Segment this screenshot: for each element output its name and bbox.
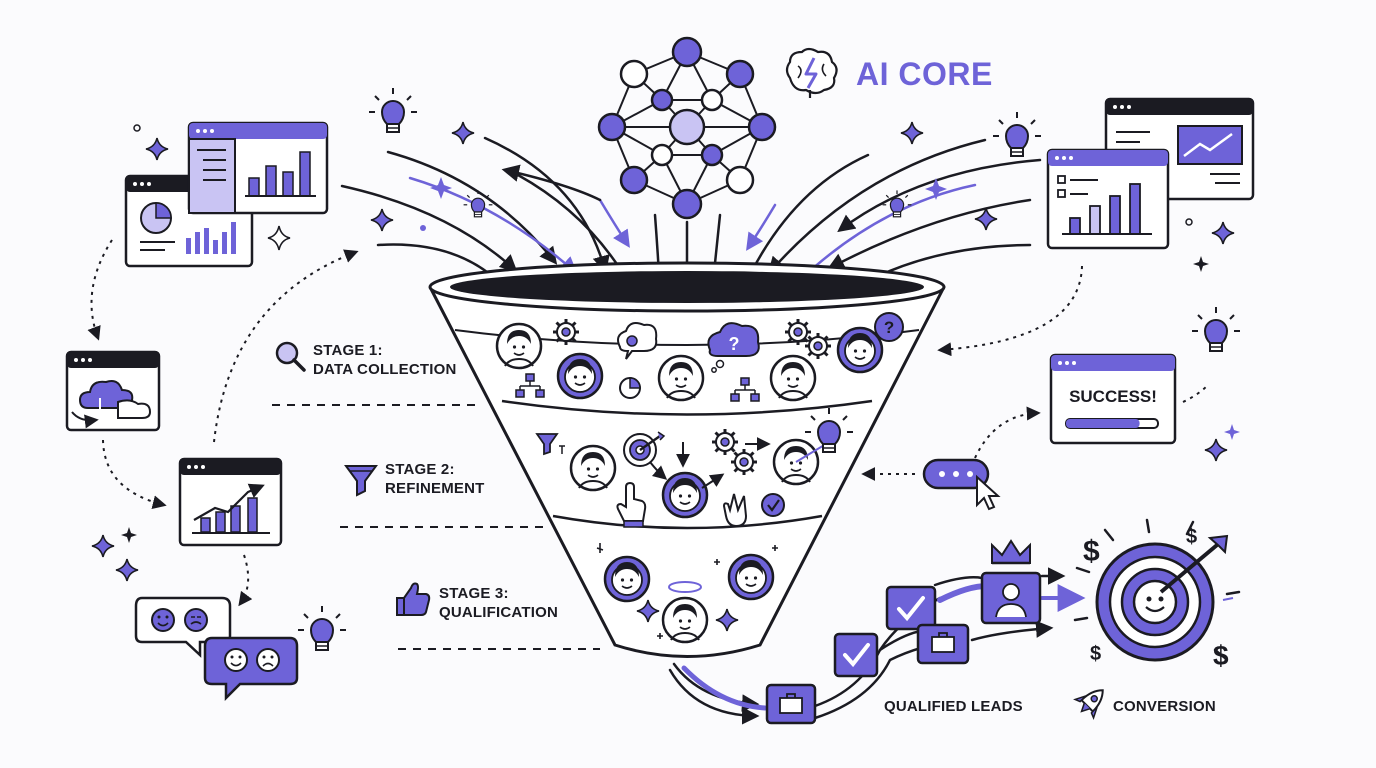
target-icon bbox=[1073, 518, 1241, 662]
svg-text:?: ? bbox=[729, 334, 740, 354]
thumbs-up-icon bbox=[396, 582, 431, 616]
filter-funnel-icon bbox=[344, 465, 378, 497]
stage-2-name: REFINEMENT bbox=[385, 480, 485, 497]
crown-icon bbox=[991, 539, 1031, 565]
rocket-icon bbox=[1073, 689, 1104, 720]
output-path bbox=[668, 567, 1086, 725]
cloud-window-icon bbox=[65, 350, 161, 432]
hand-pointer-icon bbox=[616, 481, 647, 528]
briefcase-icon bbox=[765, 683, 817, 725]
stage-3-contents bbox=[596, 543, 778, 644]
stage-3-name: QUALIFICATION bbox=[439, 604, 558, 621]
svg-text:$: $ bbox=[1083, 535, 1100, 568]
stage-2-number: STAGE 2: bbox=[385, 461, 455, 478]
ai-core-title: AI CORE bbox=[856, 56, 993, 92]
svg-text:$: $ bbox=[1090, 643, 1101, 665]
success-text: SUCCESS! bbox=[1069, 387, 1157, 406]
stage-1-name: DATA COLLECTION bbox=[313, 361, 457, 378]
conversion-label: CONVERSION bbox=[1113, 698, 1216, 715]
stage-3-label: STAGE 3: QUALIFICATION bbox=[439, 584, 558, 622]
progress-bar-fill bbox=[1066, 419, 1140, 428]
qualified-leads-label: QUALIFIED LEADS bbox=[884, 698, 1023, 715]
chat-bubble-icon bbox=[134, 596, 299, 702]
sparkle-icon bbox=[91, 121, 1240, 582]
left-flow-arrows bbox=[87, 239, 359, 607]
right-flow-arrows bbox=[861, 265, 1209, 481]
briefcase-icon-2 bbox=[916, 623, 970, 665]
brain-icon bbox=[785, 47, 838, 98]
growth-chart-window-icon bbox=[1046, 97, 1255, 250]
magnifier-icon bbox=[275, 341, 306, 372]
cursor-icon bbox=[976, 474, 1001, 511]
stage-1-number: STAGE 1: bbox=[313, 342, 383, 359]
stage-3-number: STAGE 3: bbox=[439, 585, 509, 602]
stage-2-contents bbox=[535, 407, 854, 528]
stage-2-label: STAGE 2: REFINEMENT bbox=[385, 460, 485, 498]
stage-1-label: STAGE 1: DATA COLLECTION bbox=[313, 341, 457, 379]
stage-1-contents: ? ? bbox=[495, 312, 904, 402]
checkmark-icon bbox=[833, 585, 937, 678]
svg-text:$: $ bbox=[1213, 640, 1229, 671]
neural-network-icon bbox=[597, 36, 777, 220]
line-chart-window-icon bbox=[178, 457, 283, 547]
dart-target-icon bbox=[623, 431, 666, 467]
typing-bubble-icon bbox=[922, 458, 990, 490]
stage-divider-lines bbox=[272, 404, 600, 650]
success-window-icon bbox=[1049, 353, 1177, 445]
svg-text:$: $ bbox=[1186, 526, 1197, 548]
user-card-icon bbox=[980, 571, 1042, 625]
dashboard-window-icon bbox=[124, 121, 329, 268]
svg-text:?: ? bbox=[884, 318, 894, 337]
dollar-icon: $ $ $ $ bbox=[1083, 526, 1229, 671]
